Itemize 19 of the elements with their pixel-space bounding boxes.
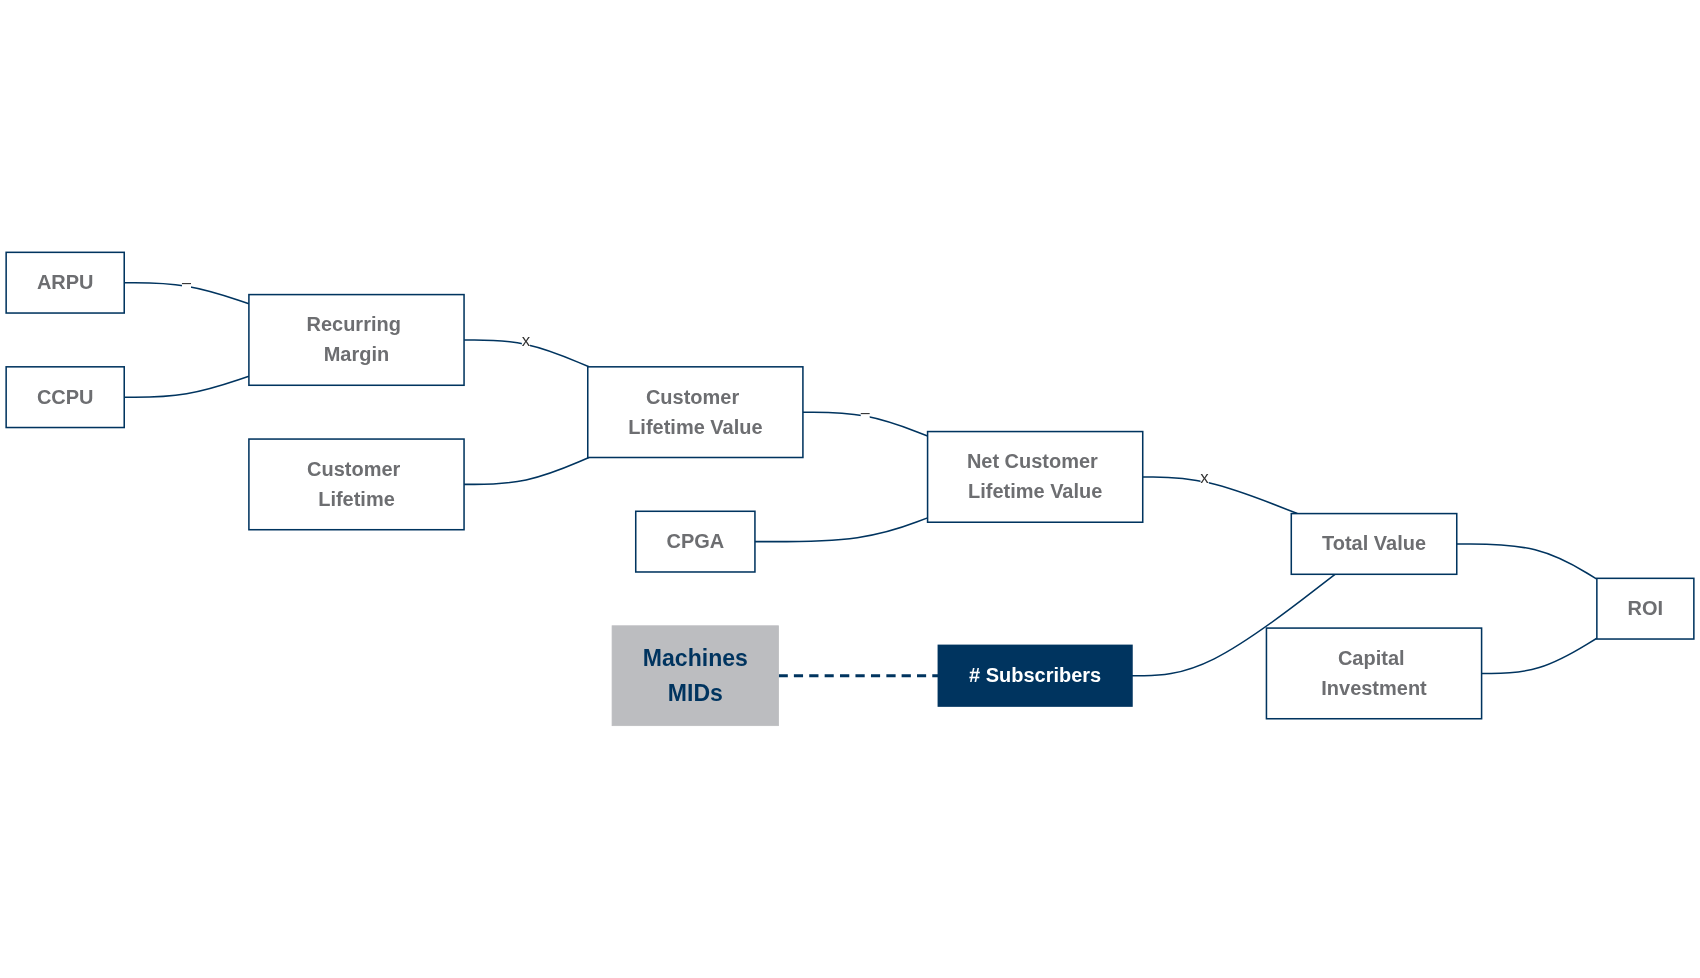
node-box: CCPU	[5, 366, 125, 429]
connector	[1131, 573, 1336, 677]
node-box: Net Customer Lifetime Value	[926, 430, 1144, 523]
node-box: CPGA	[634, 510, 756, 573]
node-box: Recurring Margin	[248, 293, 465, 387]
node-box: Customer Lifetime Value	[587, 366, 804, 459]
connector	[778, 674, 939, 678]
connector	[1456, 543, 1598, 580]
node-box: Capital Investment	[1265, 627, 1483, 720]
node-box: ROI	[1596, 577, 1695, 640]
node-box: Customer Lifetime	[248, 438, 465, 531]
edge-label: x	[1200, 467, 1209, 487]
edge-label: –	[860, 402, 870, 422]
node-box: Total Value	[1290, 512, 1458, 576]
node-box: Machines MIDs	[611, 625, 779, 727]
edge-label: x	[521, 330, 531, 350]
edge-label: –	[181, 273, 192, 293]
node-box: # Subscribers	[937, 644, 1133, 707]
node-box: ARPU	[5, 251, 125, 314]
